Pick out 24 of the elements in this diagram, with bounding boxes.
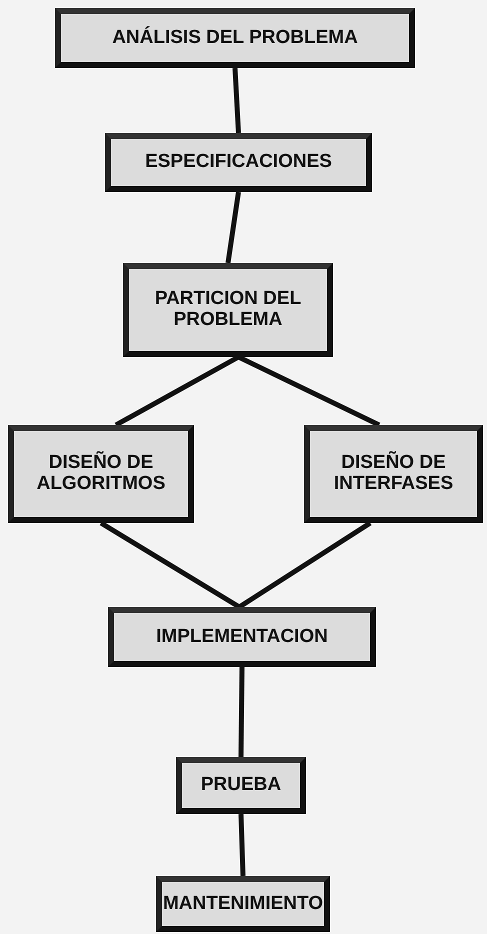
connector-line [226, 192, 241, 264]
box-label: PARTICION DEL PROBLEMA [154, 289, 302, 331]
process-box [108, 607, 376, 667]
box-label: DISEÑO DE INTERFASES [332, 453, 454, 495]
connector-line [238, 520, 372, 610]
connector-line [237, 354, 380, 428]
connector-line [114, 354, 240, 428]
connector-line [100, 520, 241, 610]
connector-line [238, 814, 246, 876]
process-box [176, 757, 306, 814]
process-box [123, 263, 333, 357]
process-box [55, 8, 415, 68]
box-label: MANTENIMIENTO [162, 894, 324, 914]
connector-line [238, 666, 244, 758]
box-label: IMPLEMENTACION [156, 626, 328, 648]
connector-line [232, 68, 241, 134]
process-box [304, 425, 483, 523]
process-box [105, 133, 372, 192]
process-box [8, 425, 194, 523]
box-label: ESPECIFICACIONES [145, 152, 332, 173]
box-label: PRUEBA [200, 775, 282, 796]
process-box [156, 876, 330, 932]
box-label: DISEÑO DE ALGORITMOS [36, 453, 166, 495]
box-label: ANÁLISIS DEL PROBLEMA [112, 28, 358, 48]
